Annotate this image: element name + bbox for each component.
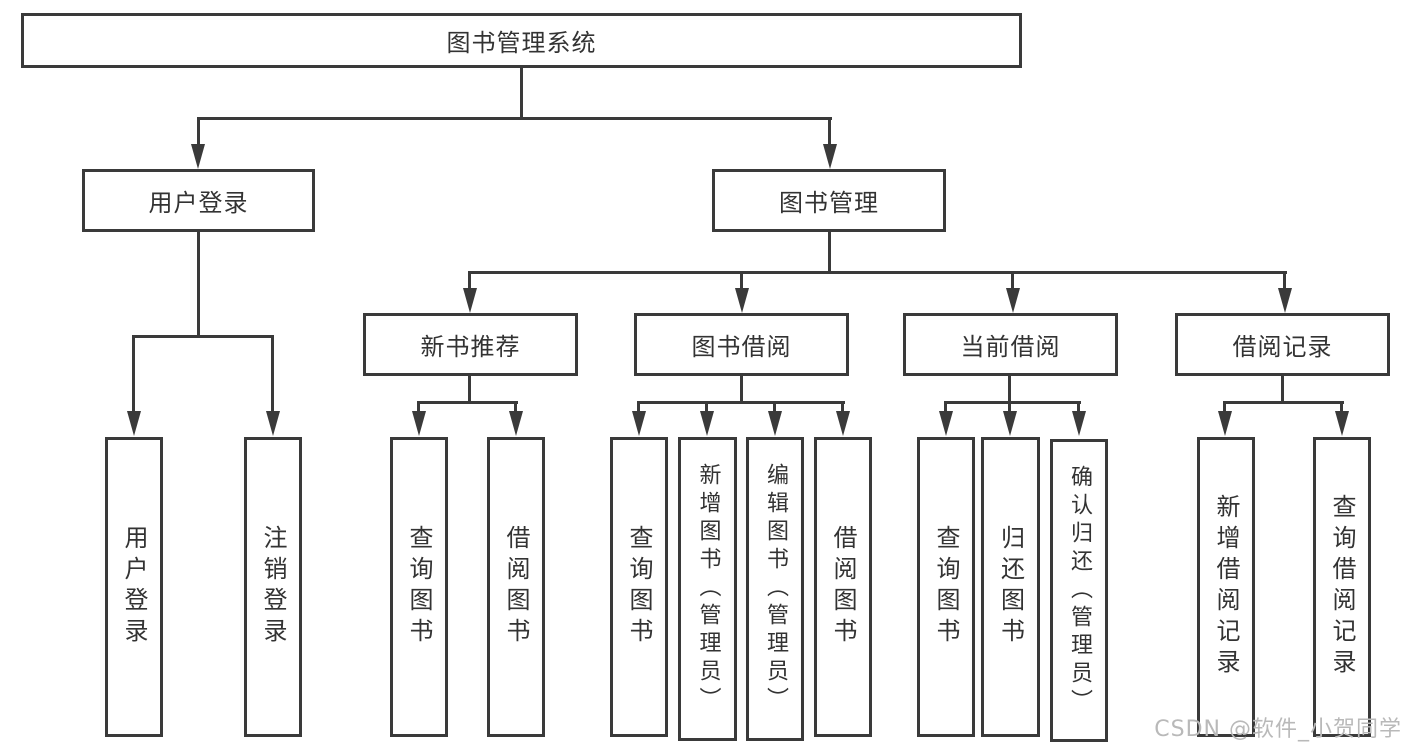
node-label: 确认归还（管理员） [1067, 464, 1092, 717]
edge-stem [514, 401, 517, 412]
node-user-login: 用户登录 [82, 169, 315, 232]
arrow-down-icon [632, 411, 646, 436]
arrow-down-icon [1006, 288, 1020, 313]
edge-current-borrowing-crossbar [944, 401, 1081, 404]
edge-new-book-crossbar [417, 401, 518, 404]
leaf-edit-book-admin: 编辑图书（管理员） [746, 437, 804, 741]
edge-stem-book-borrowing [740, 271, 743, 290]
edge-root-trunk [520, 68, 523, 118]
node-label: 借阅图书 [829, 525, 857, 649]
leaf-return-books: 归还图书 [981, 437, 1040, 737]
node-label: 查询借阅记录 [1328, 494, 1356, 680]
arrow-down-icon [939, 411, 953, 436]
node-label: 借阅记录 [1232, 333, 1333, 361]
edge-stem-leaf-logout [271, 335, 274, 412]
arrow-down-icon [509, 411, 523, 436]
node-label: 注销登录 [259, 525, 287, 649]
csdn-watermark: CSDN @软件_小贺同学 [1154, 717, 1402, 742]
edge-book-management-crossbar [468, 271, 1287, 274]
node-library-management-system: 图书管理系统 [21, 13, 1022, 68]
edge-new-book-trunk [468, 376, 471, 404]
arrow-down-icon [735, 288, 749, 313]
leaf-add-book-admin: 新增图书（管理员） [678, 437, 737, 741]
edge-stem [1340, 401, 1343, 412]
arrow-down-icon [768, 411, 782, 436]
node-label: 图书管理 [779, 189, 879, 217]
edge-book-borrowing-crossbar [637, 401, 845, 404]
leaf-query-books-recommendation: 查询图书 [390, 437, 448, 737]
leaf-borrow-books-recommendation: 借阅图书 [487, 437, 545, 737]
edge-current-borrowing-trunk [1008, 376, 1011, 404]
arrow-down-icon [412, 411, 426, 436]
edge-stem-current-borrowing [1011, 271, 1014, 290]
edge-stem [944, 401, 947, 412]
edge-stem-user-login [197, 117, 200, 146]
node-label: 查询图书 [932, 525, 960, 649]
edge-stem [773, 401, 776, 412]
edge-stem [1008, 401, 1011, 412]
arrow-down-icon [836, 411, 850, 436]
node-label: 新增图书（管理员） [695, 463, 721, 715]
node-label: 查询图书 [405, 525, 433, 649]
node-label: 编辑图书（管理员） [763, 463, 788, 715]
node-label: 图书管理系统 [446, 29, 597, 57]
edge-borrowing-records-crossbar [1223, 401, 1344, 404]
node-label: 新增借阅记录 [1212, 494, 1240, 680]
edge-user-login-trunk [197, 232, 200, 336]
edge-stem-leaf-user-login [132, 335, 135, 412]
edge-book-borrowing-trunk [740, 376, 743, 404]
edge-stem [417, 401, 420, 412]
node-label: 用户登录 [148, 189, 249, 217]
node-current-borrowing: 当前借阅 [903, 313, 1118, 376]
node-label: 当前借阅 [960, 333, 1061, 361]
arrow-down-icon [127, 411, 141, 436]
arrow-down-icon [463, 288, 477, 313]
edge-stem-book-management [828, 117, 831, 146]
arrow-down-icon [1218, 411, 1232, 436]
node-label: 查询图书 [625, 525, 653, 649]
arrow-down-icon [823, 144, 837, 169]
arrow-down-icon [1335, 411, 1349, 436]
edge-root-crossbar [197, 117, 832, 120]
node-label: 借阅图书 [502, 525, 530, 649]
edge-stem [1077, 401, 1080, 412]
node-book-borrowing: 图书借阅 [634, 313, 849, 376]
arrow-down-icon [700, 411, 714, 436]
node-label: 新书推荐 [420, 333, 521, 361]
arrow-down-icon [1072, 411, 1086, 436]
edge-stem-new-book [468, 271, 471, 290]
node-borrowing-records: 借阅记录 [1175, 313, 1390, 376]
leaf-add-borrow-record: 新增借阅记录 [1197, 437, 1255, 737]
arrow-down-icon [191, 144, 205, 169]
edge-user-login-crossbar [132, 335, 274, 338]
node-label: 归还图书 [996, 525, 1025, 649]
node-label: 图书借阅 [691, 333, 792, 361]
leaf-query-borrow-record: 查询借阅记录 [1313, 437, 1371, 737]
edge-stem [841, 401, 844, 412]
edge-borrowing-records-trunk [1281, 376, 1284, 404]
node-book-management: 图书管理 [712, 169, 946, 232]
node-new-book-recommendation: 新书推荐 [363, 313, 578, 376]
arrow-down-icon [1278, 288, 1292, 313]
edge-stem [705, 401, 708, 412]
edge-stem [637, 401, 640, 412]
leaf-confirm-return-admin: 确认归还（管理员） [1050, 439, 1108, 742]
edge-stem-borrowing-records [1283, 271, 1286, 290]
arrow-down-icon [266, 411, 280, 436]
leaf-logout: 注销登录 [244, 437, 302, 737]
arrow-down-icon [1003, 411, 1017, 436]
edge-book-management-trunk [828, 232, 831, 273]
leaf-borrow-books-borrowing: 借阅图书 [814, 437, 872, 737]
node-label: 用户登录 [120, 525, 148, 649]
leaf-query-books-borrowing: 查询图书 [610, 437, 668, 737]
edge-stem [1223, 401, 1226, 412]
leaf-user-login: 用户登录 [105, 437, 163, 737]
leaf-query-books-current: 查询图书 [917, 437, 975, 737]
